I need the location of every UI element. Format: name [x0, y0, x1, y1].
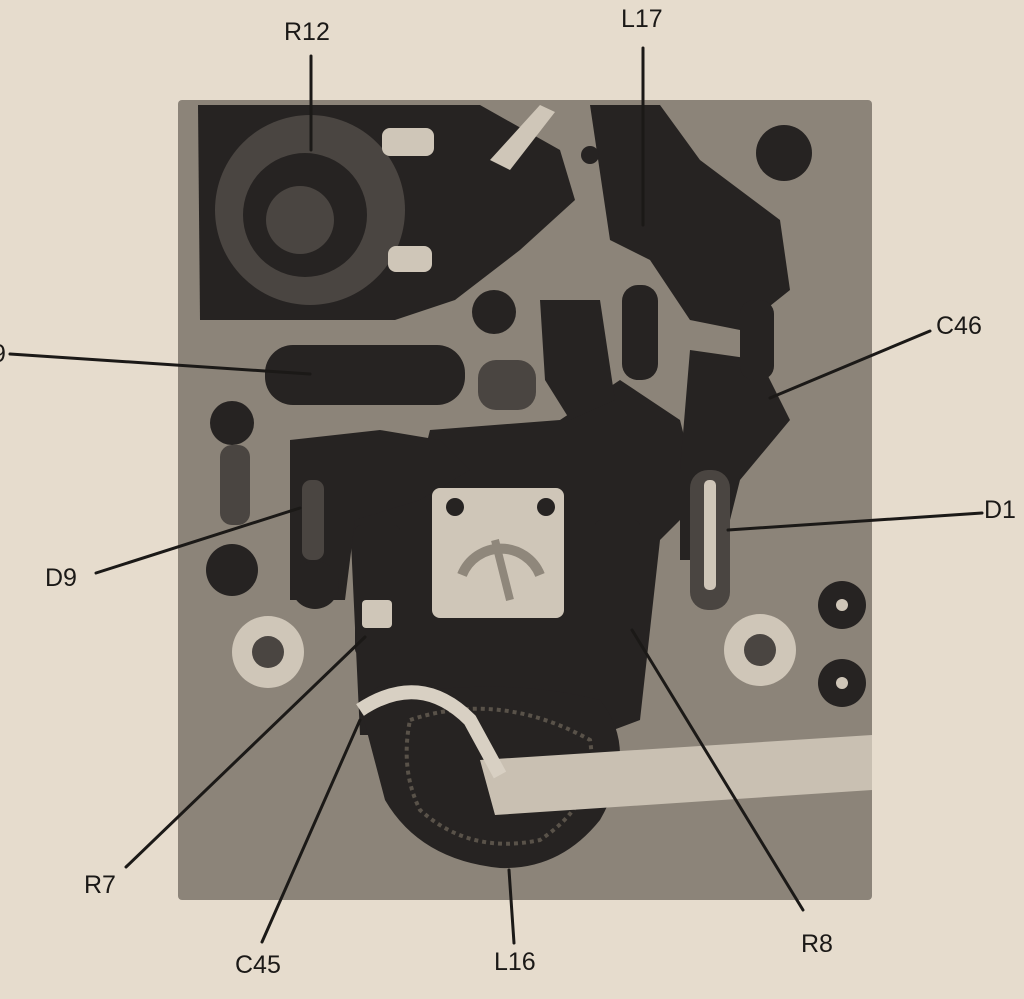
- label-l17: L17: [621, 5, 663, 33]
- leader-r8: [630, 628, 805, 912]
- label-c46: C46: [936, 312, 982, 340]
- label-r12: R12: [284, 18, 330, 46]
- label-r7: R7: [84, 871, 116, 899]
- leader-l16: [507, 868, 516, 945]
- label-l16: L16: [494, 948, 536, 976]
- label-r9: 9: [0, 340, 6, 368]
- pcb-board: [178, 100, 872, 900]
- leader-d10: [726, 511, 984, 532]
- leader-r9: [8, 352, 312, 376]
- label-d10: D1: [984, 496, 1016, 524]
- label-d9: D9: [45, 564, 77, 592]
- leader-d9: [94, 506, 302, 575]
- leader-c46: [768, 329, 932, 400]
- leader-r7: [124, 635, 367, 869]
- leader-lines: [8, 46, 984, 945]
- label-r8: R8: [801, 930, 833, 958]
- label-c45: C45: [235, 951, 281, 979]
- component-labels: R12 L17 C46 9 D1 D9 R7 C45 L16 R8: [0, 5, 1016, 979]
- leader-c45: [260, 718, 362, 944]
